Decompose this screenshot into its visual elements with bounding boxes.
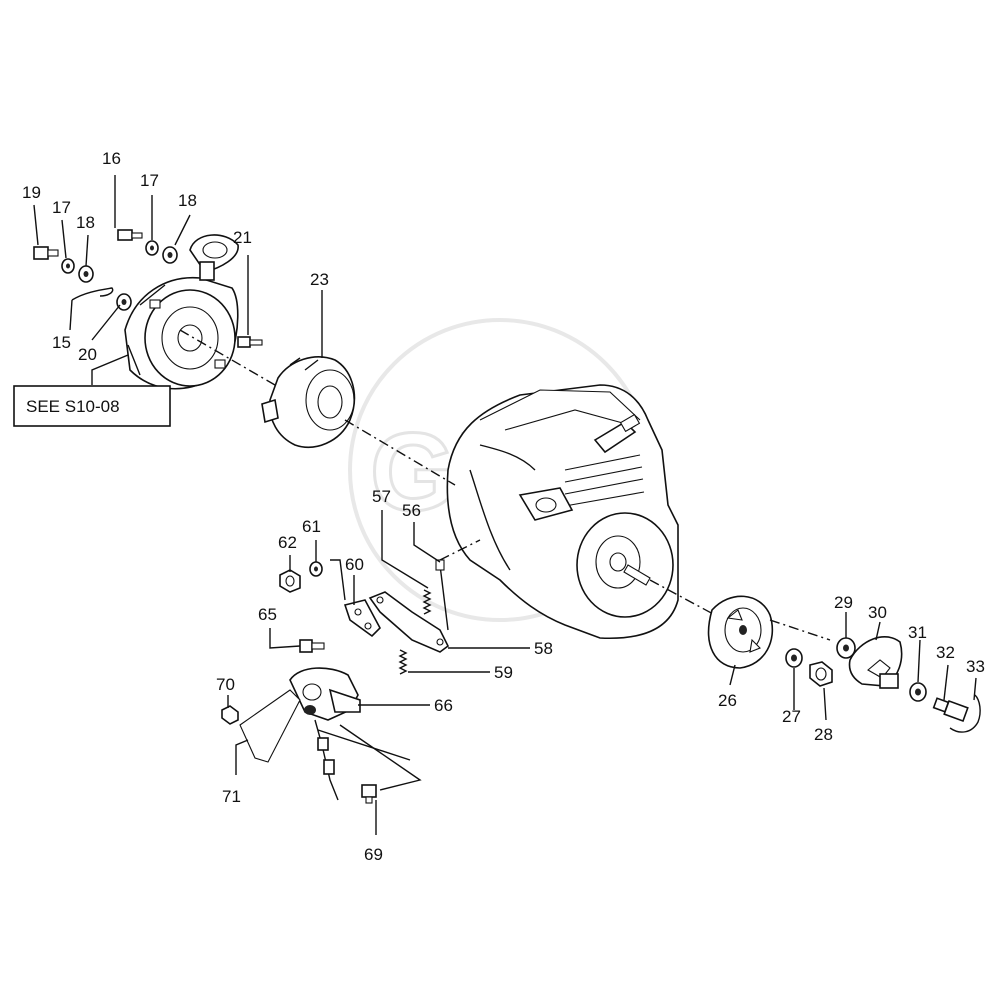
washer-27 (785, 648, 803, 668)
callout-26: 26 (718, 691, 737, 710)
bolt-32 (932, 697, 969, 723)
nut-62 (279, 569, 301, 593)
screw-65 (299, 639, 325, 653)
clutch-drum-26 (707, 595, 774, 669)
bolt-16 (117, 229, 143, 241)
gear-case-30 (848, 636, 903, 689)
rod-56 (435, 559, 449, 631)
callout-33: 33 (966, 657, 985, 676)
washer-31 (909, 682, 927, 702)
callout-17-upper: 17 (140, 171, 159, 190)
throttle-housing-66 (289, 667, 361, 721)
callout-19: 19 (22, 183, 41, 202)
callout-60: 60 (345, 555, 364, 574)
callout-18-upper: 18 (178, 191, 197, 210)
spring-59 (398, 649, 408, 675)
callout-31: 31 (908, 623, 927, 642)
callout-59: 59 (494, 663, 513, 682)
callout-28: 28 (814, 725, 833, 744)
recoil-starter-housing (124, 276, 239, 390)
engine-block (446, 384, 679, 640)
starter-handle (189, 234, 239, 281)
clip-33 (949, 694, 981, 733)
callout-56: 56 (402, 501, 421, 520)
callout-32: 32 (936, 643, 955, 662)
alignment-lines (179, 329, 831, 641)
nut-70 (221, 705, 239, 725)
plate-60 (343, 599, 381, 638)
screw-69 (361, 784, 377, 804)
bolt-21 (237, 336, 263, 348)
callout-15: 15 (52, 333, 71, 352)
bolt-19 (33, 246, 59, 260)
starter-pulley-23 (261, 356, 356, 449)
leader-lines (33, 175, 977, 835)
callout-29: 29 (834, 593, 853, 612)
washer-20 (116, 293, 132, 311)
callout-65: 65 (258, 605, 277, 624)
washer-17-upper (145, 240, 159, 256)
washer-18-upper (162, 246, 178, 264)
callout-21: 21 (233, 228, 252, 247)
spring-71 (239, 689, 301, 763)
throttle-lever-58 (368, 591, 450, 653)
callout-61: 61 (302, 517, 321, 536)
callout-16: 16 (102, 149, 121, 168)
washer-18-left (78, 265, 94, 283)
callout-labels: 16 17 18 19 17 18 15 20 21 23 57 56 61 6… (22, 149, 985, 864)
callout-20: 20 (78, 345, 97, 364)
callout-23: 23 (310, 270, 329, 289)
washer-61 (309, 561, 323, 577)
nut-28 (809, 661, 833, 687)
callout-70: 70 (216, 675, 235, 694)
callout-30: 30 (868, 603, 887, 622)
callout-27: 27 (782, 707, 801, 726)
reference-box-label: SEE S10-08 (26, 397, 120, 416)
callout-57: 57 (372, 487, 391, 506)
cable-fitting (314, 719, 339, 801)
washer-17-left (61, 258, 75, 274)
callout-58: 58 (534, 639, 553, 658)
spring-clip-15 (71, 287, 114, 301)
callout-18-left: 18 (76, 213, 95, 232)
callout-17-left: 17 (52, 198, 71, 217)
callout-66: 66 (434, 696, 453, 715)
callout-69: 69 (364, 845, 383, 864)
reference-box: SEE S10-08 (13, 385, 171, 427)
spring-57 (422, 589, 432, 615)
callout-71: 71 (222, 787, 241, 806)
callout-62: 62 (278, 533, 297, 552)
